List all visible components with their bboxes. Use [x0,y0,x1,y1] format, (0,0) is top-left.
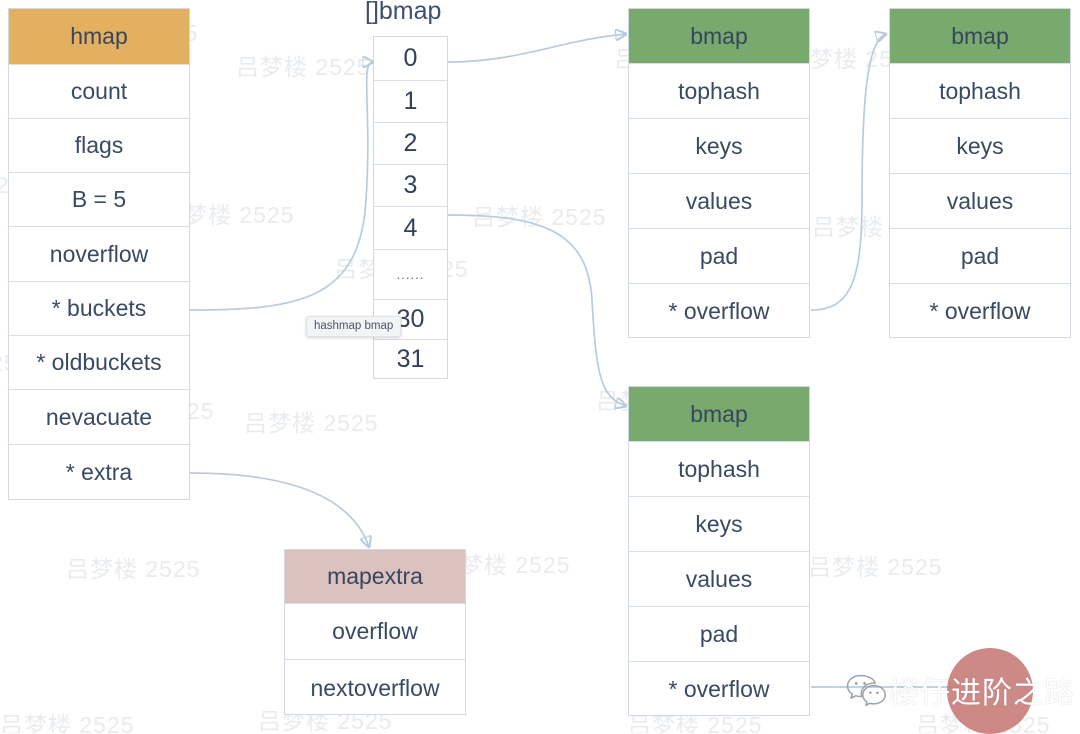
hmap-field-oldbuckets: * oldbuckets [9,336,189,390]
watermark-text: 吕梦楼 2525 [472,204,607,230]
bmap-array-title: []bmap [365,0,442,25]
array-cell-30: 30 [374,300,447,340]
mapextra-field-overflow: overflow [285,604,465,660]
hmap-field-flags: flags [9,119,189,173]
watermark-text: 吕梦楼 2525 [66,556,201,582]
bmap-3-field-values: values [629,552,809,607]
bmap-1-field-overflow: * overflow [668,298,770,324]
array-cell-2: 2 [374,123,447,165]
bmap-3-field-pad: pad [629,607,809,662]
hmap-header: hmap [9,9,189,65]
bmap-2-field-overflow: * overflow [929,298,1031,324]
array-cell-31: 31 [396,345,425,373]
array-cell-4: 4 [374,207,447,250]
bmap-1-field-values: values [629,174,809,229]
bmap-3-header: bmap [629,387,809,442]
hmap-field-count: count [9,65,189,119]
edge-bmap1-overflow-to-bmap2 [810,34,886,311]
bmap-3-field-keys: keys [629,497,809,552]
hashmap-bmap-tooltip: hashmap bmap [306,316,402,337]
brand-circle [947,648,1033,734]
watermark-text: 吕梦楼 2525 [808,554,943,580]
bmap-struct-3: bmap tophash keys values pad * overflow [628,386,810,716]
bmap-2-field-pad: pad [890,229,1070,284]
bmap-struct-1: bmap tophash keys values pad * overflow [628,8,810,338]
bmap-3-field-overflow: * overflow [668,676,770,702]
bmap-1-field-tophash: tophash [629,64,809,119]
hmap-field-buckets: * buckets [9,282,189,336]
bmap-2-header: bmap [890,9,1070,64]
brand-name: 楼仔进阶之路 [889,677,1075,710]
mapextra-field-nextoverflow: nextoverflow [310,674,440,701]
array-cell-3: 3 [374,165,447,207]
edge-extra-to-mapextra [189,472,369,547]
array-cell-1: 1 [374,81,447,123]
watermark-text: 吕梦楼 2525 [244,410,379,436]
array-cell-ellipsis: ...... [374,250,447,300]
bmap-1-field-pad: pad [629,229,809,284]
array-cell-0: 0 [374,37,447,81]
edge-array0-to-bmap1 [447,34,626,63]
hmap-field-noverflow: noverflow [9,227,189,282]
bmap-array: 0 1 2 3 4 ...... 30 31 [373,36,448,379]
bmap-1-field-keys: keys [629,119,809,174]
bmap-struct-2: bmap tophash keys values pad * overflow [889,8,1071,338]
watermark-text: 吕梦楼 2525 [0,712,135,733]
edge-buckets-to-array [189,62,373,311]
mapextra-header: mapextra [285,550,465,604]
bmap-1-header: bmap [629,9,809,64]
bmap-3-field-tophash: tophash [629,442,809,497]
bmap-2-field-keys: keys [890,119,1070,174]
hmap-field-extra: * extra [65,459,133,485]
hmap-field-b: B = 5 [9,173,189,227]
wechat-icon [845,673,889,707]
edge-array4-to-bmap3 [447,214,626,406]
hmap-struct: hmap count flags B = 5 noverflow * bucke… [8,8,190,500]
hmap-field-nevacuate: nevacuate [9,390,189,445]
watermark-text: 吕梦楼 2525 [236,54,371,80]
bmap-2-field-values: values [890,174,1070,229]
bmap-2-field-tophash: tophash [890,64,1070,119]
mapextra-struct: mapextra overflow nextoverflow [284,549,466,715]
brand-block: 楼仔进阶之路 [845,668,1075,712]
